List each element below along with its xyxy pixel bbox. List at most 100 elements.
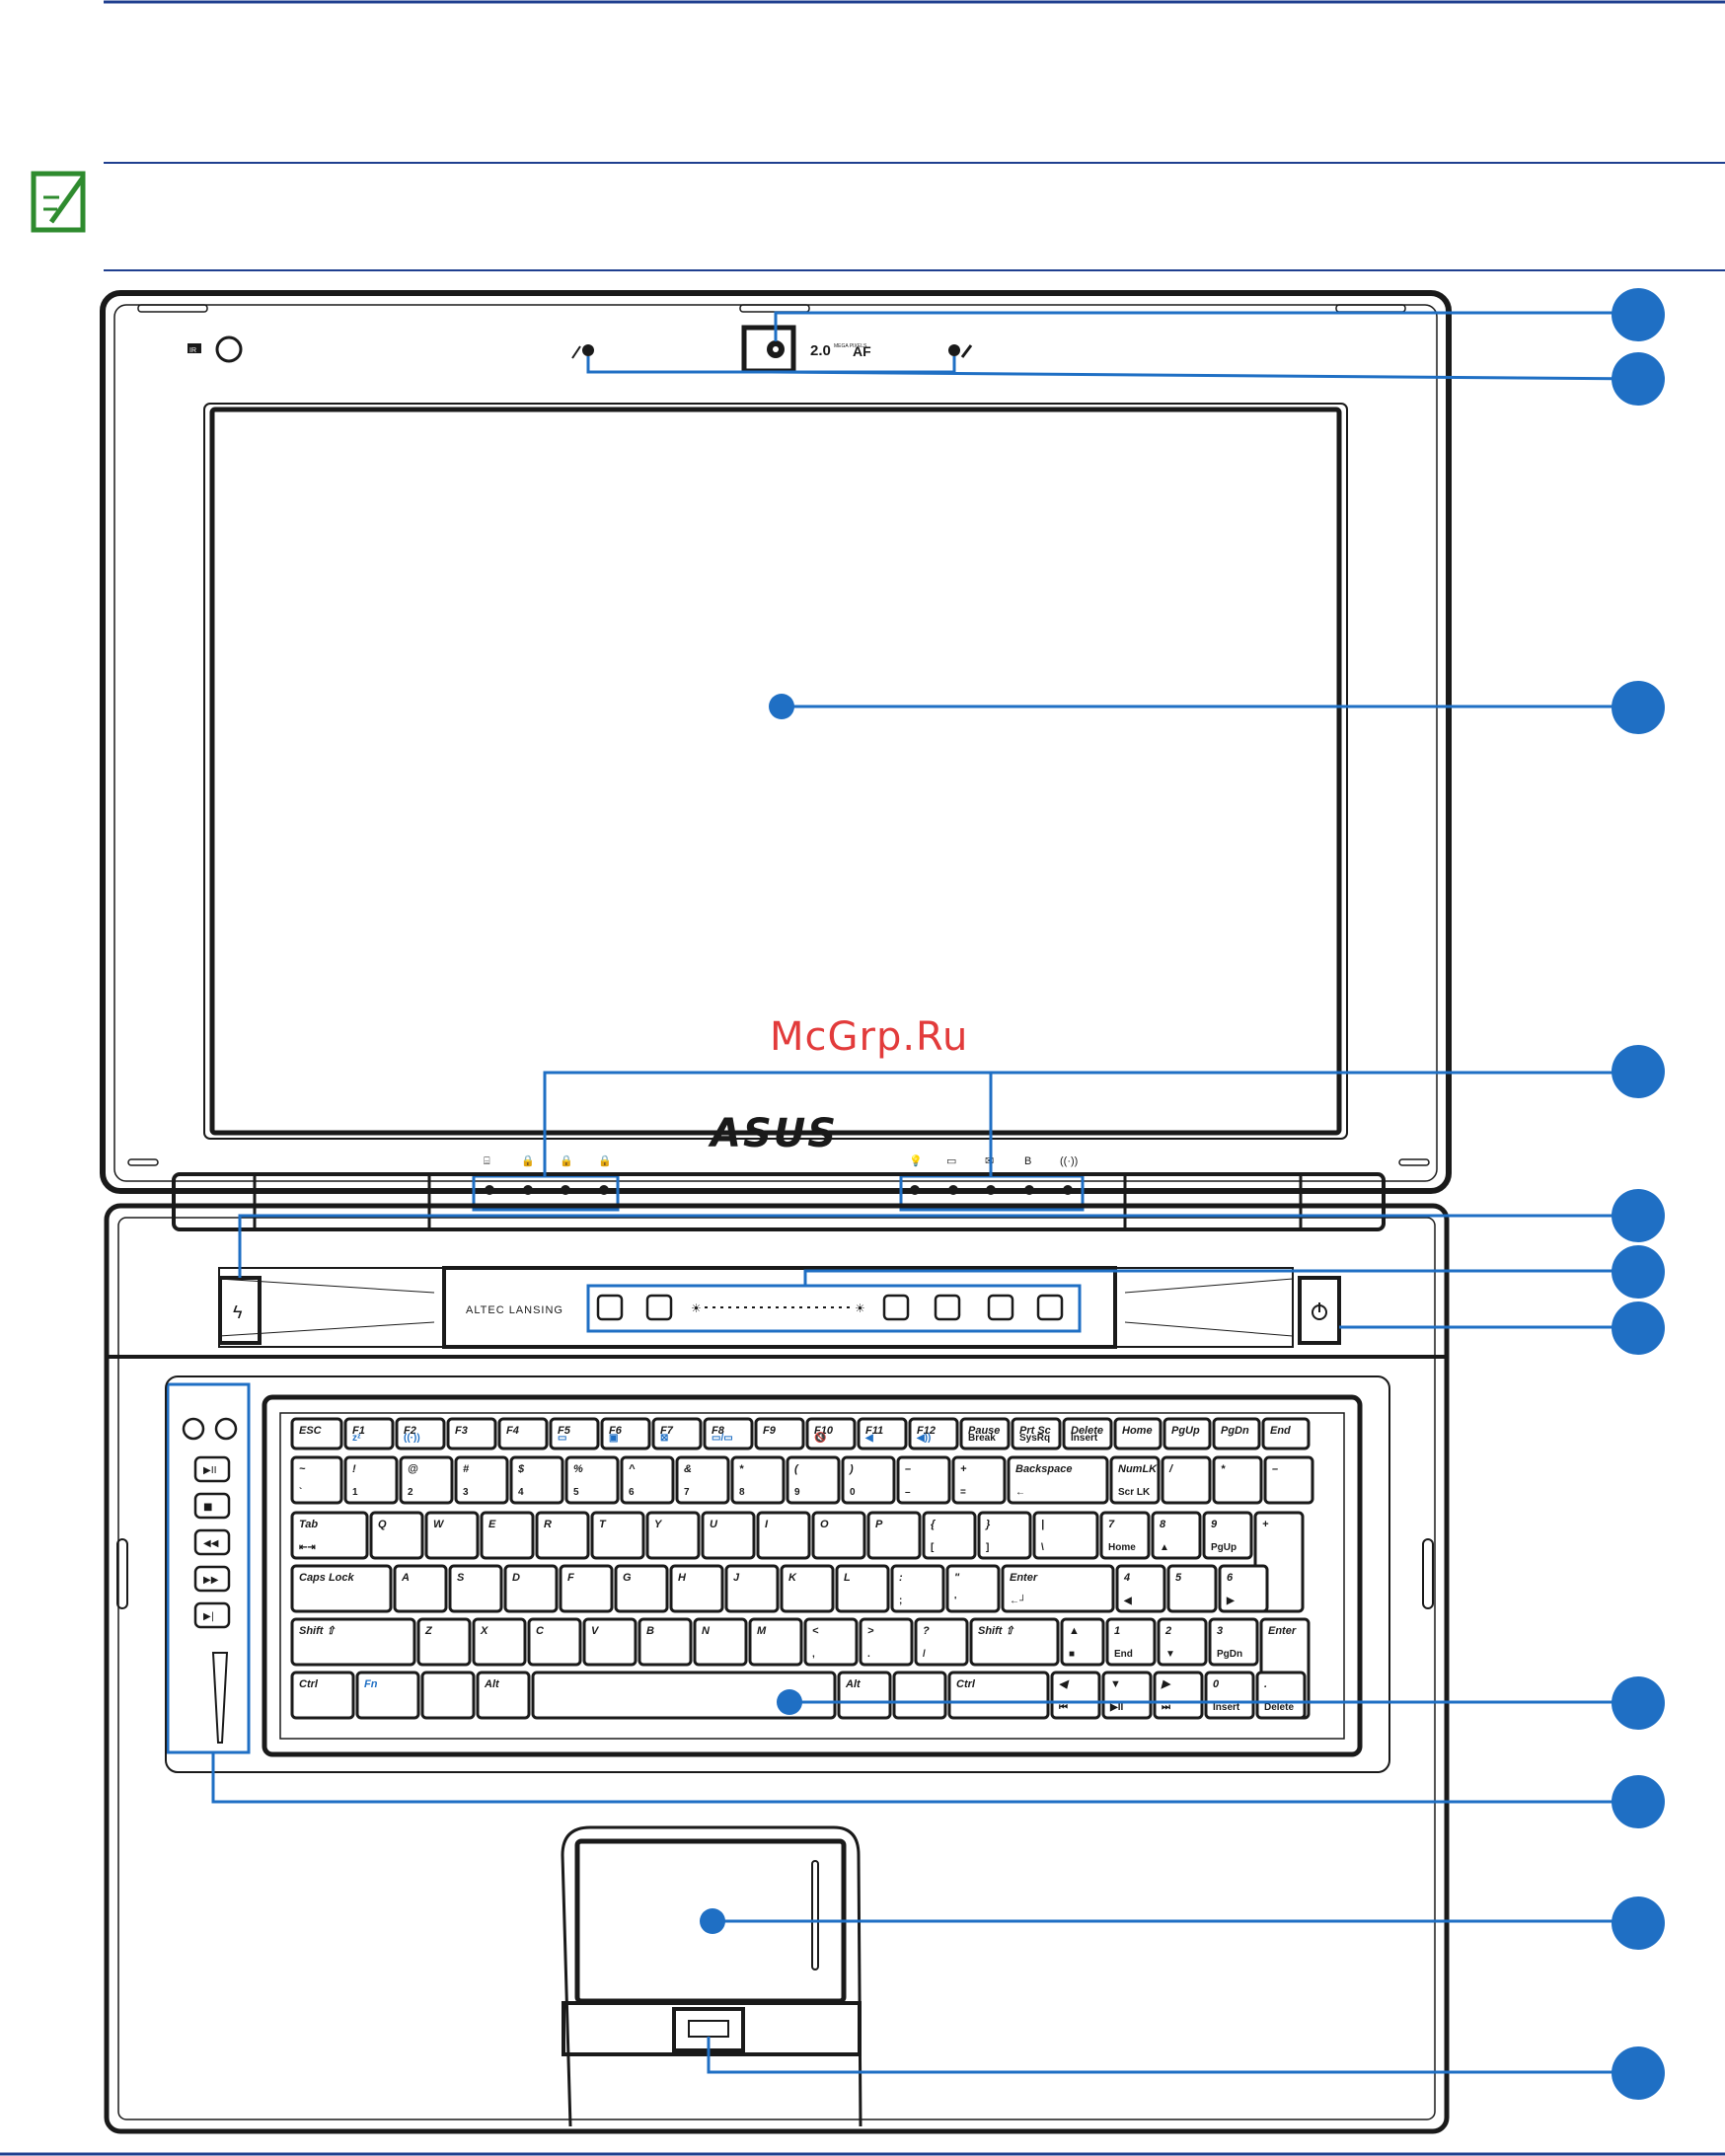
key[interactable]: F3 — [446, 1417, 497, 1450]
key[interactable]: –– — [896, 1455, 951, 1505]
key[interactable]: @2 — [399, 1455, 454, 1505]
key[interactable]: Home — [1113, 1417, 1162, 1450]
key[interactable]: ESC — [290, 1417, 343, 1450]
key[interactable]: H — [669, 1564, 724, 1613]
key[interactable]: O — [811, 1511, 866, 1560]
key[interactable]: * — [1212, 1455, 1263, 1505]
key[interactable]: Enter←┘ — [1001, 1564, 1115, 1613]
key[interactable]: U — [701, 1511, 756, 1560]
key[interactable] — [420, 1671, 476, 1720]
key[interactable]: ^6 — [620, 1455, 675, 1505]
express-gate-button[interactable]: ϟ — [218, 1276, 262, 1345]
key[interactable]: }] — [977, 1511, 1032, 1560]
key[interactable]: F8▭/▭ — [703, 1417, 754, 1450]
key[interactable]: X — [472, 1617, 527, 1667]
key[interactable]: M — [748, 1617, 803, 1667]
media-button[interactable]: ▶▶ — [193, 1565, 231, 1593]
key[interactable]: R — [535, 1511, 590, 1560]
key[interactable]: E — [480, 1511, 535, 1560]
key[interactable]: Alt — [837, 1671, 892, 1720]
key[interactable]: F5▭ — [549, 1417, 600, 1450]
key[interactable]: *8 — [730, 1455, 786, 1505]
key[interactable]: )0 — [841, 1455, 896, 1505]
key[interactable]: ▶⏭ — [1153, 1671, 1204, 1720]
key[interactable]: Shift ⇧ — [969, 1617, 1060, 1667]
key[interactable] — [892, 1671, 947, 1720]
key[interactable]: Alt — [476, 1671, 531, 1720]
key[interactable]: End — [1261, 1417, 1311, 1450]
key[interactable]: – — [1263, 1455, 1314, 1505]
key[interactable]: :; — [890, 1564, 945, 1613]
key[interactable]: 8▲ — [1151, 1511, 1202, 1560]
key[interactable]: PgDn — [1212, 1417, 1261, 1450]
key[interactable]: Ctrl — [947, 1671, 1050, 1720]
instant-keys[interactable]: ☀ ☀ — [586, 1284, 1082, 1333]
key[interactable]: N — [693, 1617, 748, 1667]
key[interactable]: F6▣ — [600, 1417, 651, 1450]
key[interactable]: C — [527, 1617, 582, 1667]
key[interactable]: >. — [859, 1617, 914, 1667]
key[interactable]: ▲■ — [1060, 1617, 1105, 1667]
key[interactable]: Q — [369, 1511, 424, 1560]
key[interactable]: F7⊠ — [651, 1417, 703, 1450]
key[interactable]: F9 — [754, 1417, 805, 1450]
key[interactable]: !1 — [343, 1455, 399, 1505]
media-buttons[interactable]: ▶II■◀◀▶▶▶| — [193, 1455, 231, 1629]
key[interactable]: <, — [803, 1617, 859, 1667]
key[interactable]: &7 — [675, 1455, 730, 1505]
media-button[interactable]: ■ — [193, 1492, 231, 1520]
key[interactable]: Fn — [355, 1671, 420, 1720]
key[interactable]: G — [614, 1564, 669, 1613]
key[interactable]: ?/ — [914, 1617, 969, 1667]
key[interactable]: (9 — [786, 1455, 841, 1505]
key[interactable]: Z — [416, 1617, 472, 1667]
key[interactable]: 5 — [1166, 1564, 1218, 1613]
key[interactable]: %5 — [564, 1455, 620, 1505]
key[interactable]: S — [448, 1564, 503, 1613]
key[interactable]: "' — [945, 1564, 1001, 1613]
key[interactable]: .Delete — [1255, 1671, 1307, 1720]
key[interactable]: V — [582, 1617, 638, 1667]
touchpad[interactable] — [561, 1825, 862, 2127]
key[interactable]: ▼▶II — [1101, 1671, 1153, 1720]
power-button[interactable] — [1298, 1276, 1341, 1345]
key[interactable] — [531, 1671, 837, 1720]
key[interactable]: F4 — [497, 1417, 549, 1450]
key[interactable]: F11◀ — [857, 1417, 908, 1450]
key[interactable]: {[ — [922, 1511, 977, 1560]
key[interactable]: += — [951, 1455, 1007, 1505]
key[interactable]: Caps Lock — [290, 1564, 393, 1613]
key[interactable]: $4 — [509, 1455, 564, 1505]
key[interactable]: F10🔇 — [805, 1417, 857, 1450]
key[interactable]: PgUp — [1162, 1417, 1212, 1450]
key[interactable]: ~` — [290, 1455, 343, 1505]
key[interactable]: W — [424, 1511, 480, 1560]
key[interactable]: 2▼ — [1157, 1617, 1208, 1667]
key[interactable]: K — [780, 1564, 835, 1613]
key[interactable]: P — [866, 1511, 922, 1560]
key[interactable]: ◀⏮ — [1050, 1671, 1101, 1720]
key[interactable]: T — [590, 1511, 645, 1560]
key[interactable]: Ctrl — [290, 1671, 355, 1720]
media-button[interactable]: ▶| — [193, 1601, 231, 1629]
key[interactable]: Backspace← — [1007, 1455, 1109, 1505]
key[interactable]: D — [503, 1564, 559, 1613]
key[interactable]: Y — [645, 1511, 701, 1560]
key[interactable]: L — [835, 1564, 890, 1613]
key[interactable]: J — [724, 1564, 780, 1613]
key[interactable]: 4◀ — [1115, 1564, 1166, 1613]
key[interactable]: F12◀)) — [908, 1417, 959, 1450]
key[interactable]: 6▶ — [1218, 1564, 1269, 1613]
key[interactable]: I — [756, 1511, 811, 1560]
key[interactable]: / — [1161, 1455, 1212, 1505]
media-button[interactable]: ▶II — [193, 1455, 231, 1483]
key[interactable]: F — [559, 1564, 614, 1613]
